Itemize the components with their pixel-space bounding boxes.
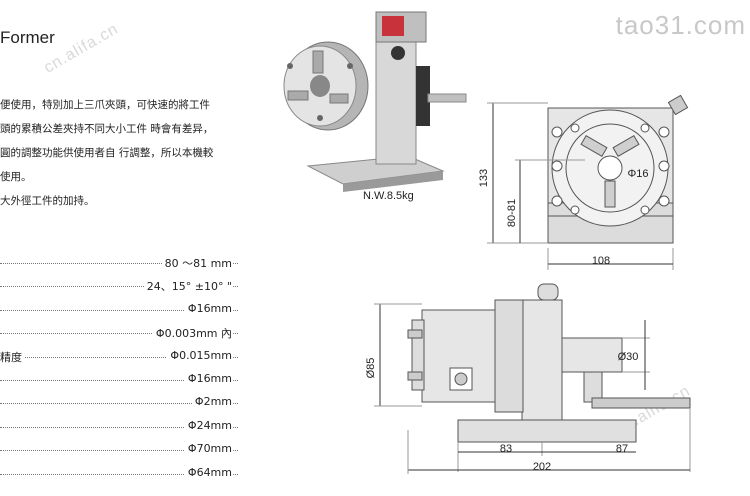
spec-row: Φ0.003mm 內 <box>0 322 238 345</box>
dim-width: 108 <box>592 255 610 267</box>
spec-value: Φ16mm <box>184 301 232 315</box>
description-line: 便使用，特別加上三爪夾頭，可快速的將工件 <box>0 99 210 111</box>
spec-row: Φ16mm <box>0 299 238 322</box>
description-line: 大外徑工件的加持。 <box>0 195 95 207</box>
description-line: 使用。 <box>0 171 32 183</box>
spec-row: Φ64mm <box>0 463 238 486</box>
spec-value: Φ0.015mm <box>167 348 232 362</box>
spec-row: Φ2mm <box>0 392 238 415</box>
side-view-drawing: Ø85 Ø30 83 87 202 <box>365 283 691 474</box>
description-line: 圓的調整功能供使用者自 行調整，所以本機較 <box>0 147 214 159</box>
spec-row: Φ70mm <box>0 439 238 462</box>
dim-diameter: Ø85 <box>365 358 377 379</box>
spec-value: Φ2mm <box>191 395 232 409</box>
page-title: Former <box>0 28 55 47</box>
spec-value: Φ70mm <box>184 442 232 456</box>
spec-value: Φ16mm <box>184 371 232 385</box>
dim-total-length: 202 <box>533 461 551 473</box>
spec-value: 80 ～81 mm <box>161 255 232 271</box>
dim-shaft-diameter: Ø30 <box>618 351 639 363</box>
spec-list: 80 ～81 mm 24、15° ±10° " Φ16mm Φ0.003mm 內… <box>0 252 238 486</box>
front-view-drawing: 133 80-81 108 Φ16 <box>478 94 689 270</box>
dim-height-total: 133 <box>478 169 490 187</box>
spec-row: Φ16mm <box>0 369 238 392</box>
spec-row: 精度 Φ0.015mm <box>0 346 238 369</box>
spec-value: Φ64mm <box>184 465 232 479</box>
description-line: 頭的累積公差夾持不同大小工件 時會有差异， <box>0 123 214 135</box>
watermark: tao31.com <box>615 10 746 40</box>
spec-value: 24、15° ±10° " <box>143 278 232 295</box>
spec-row: 24、15° ±10° " <box>0 275 238 298</box>
red-label <box>382 16 404 36</box>
product-weight: N.W.8.5kg <box>363 190 414 202</box>
dim-center-height: 80-81 <box>506 199 518 227</box>
spec-row: 80 ～81 mm <box>0 252 238 275</box>
spec-row: Φ24mm <box>0 416 238 439</box>
product-photo <box>283 11 467 192</box>
spec-value: Φ0.003mm 內 <box>152 325 232 342</box>
spec-value: Φ24mm <box>184 418 232 432</box>
dim-right-length: 87 <box>616 443 628 455</box>
spec-label: 精度 <box>0 348 24 365</box>
dim-left-length: 83 <box>500 443 512 455</box>
description: 便使用，特別加上三爪夾頭，可快速的將工件 頭的累積公差夾持不同大小工件 時會有差… <box>0 93 250 213</box>
dim-bore: Φ16 <box>627 168 648 180</box>
